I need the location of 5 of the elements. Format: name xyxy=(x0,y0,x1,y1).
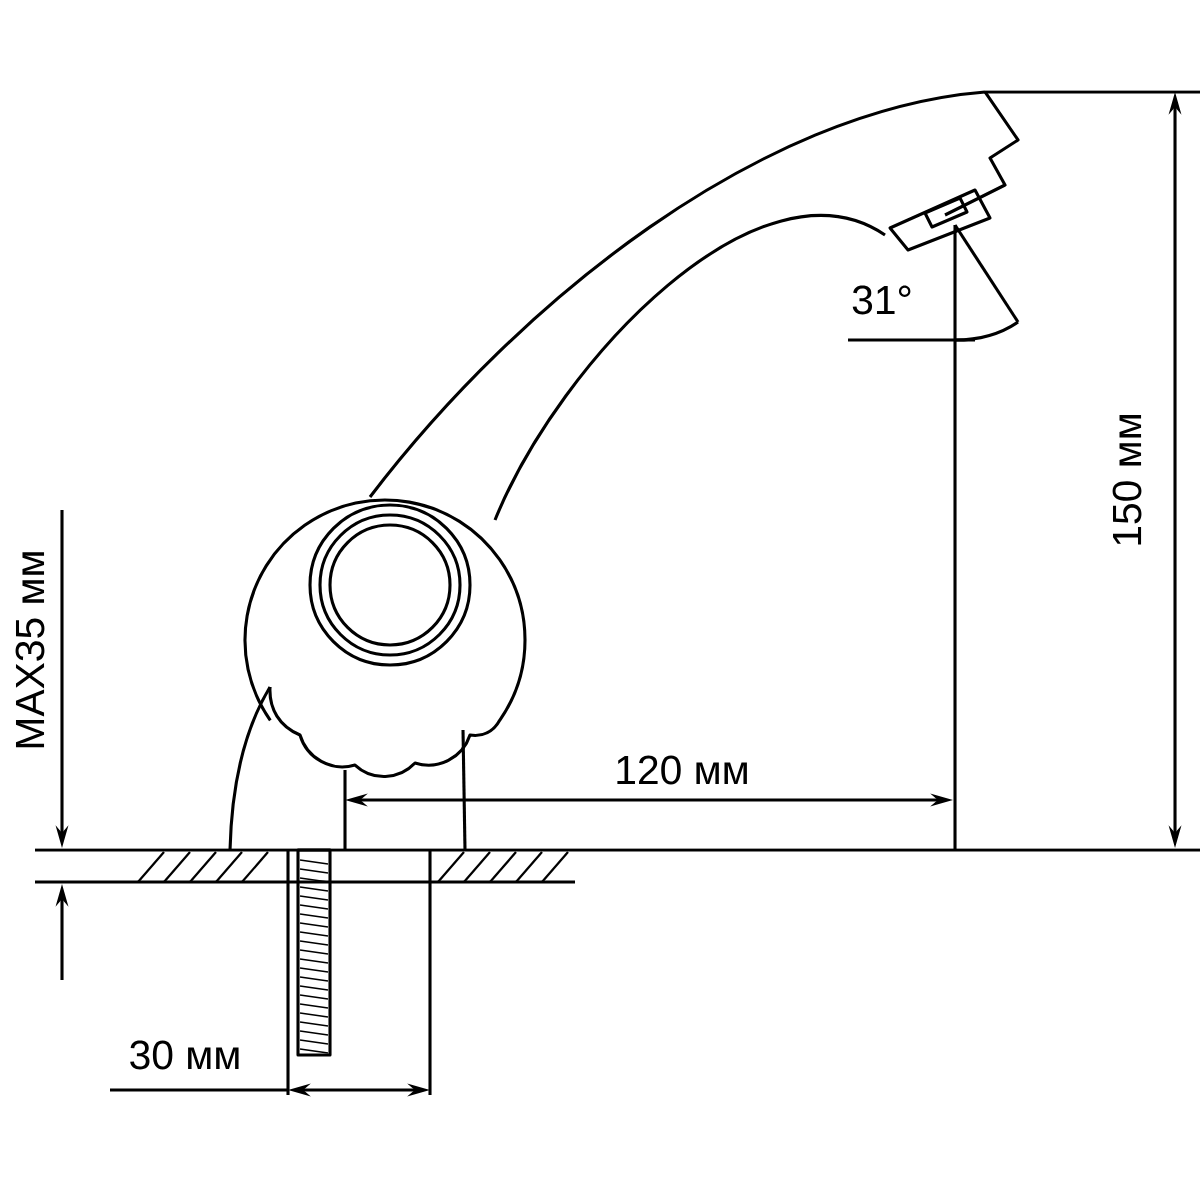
dimension-label: 150 мм xyxy=(1112,415,1142,545)
dimension-label: 31° xyxy=(852,285,911,315)
dimension-label: 30 мм xyxy=(130,1040,239,1070)
dimension-label: 120 мм xyxy=(617,755,747,785)
dimension-label: MAX35 мм xyxy=(15,552,45,748)
